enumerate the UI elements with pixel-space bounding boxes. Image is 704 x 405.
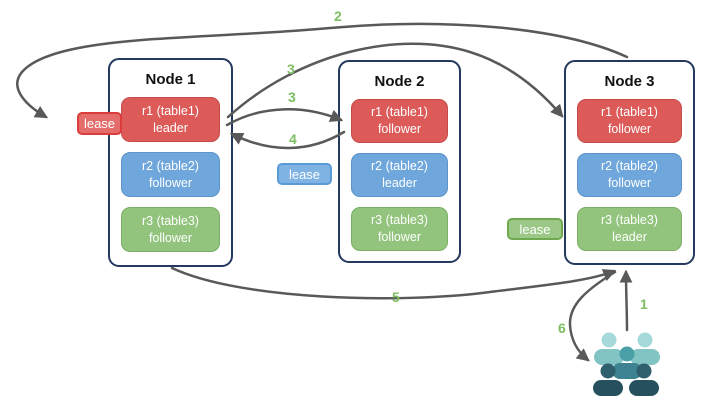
step-label-3b: 3 [288, 89, 296, 105]
node-1-replica-r3: r3 (table3) follower [121, 207, 220, 252]
replica-role: follower [148, 230, 193, 245]
replica-name: r3 (table3) [601, 213, 658, 228]
node-1-box: Node 1 r1 (table1) leader r2 (table2) fo… [108, 58, 233, 267]
step-label-3a: 3 [287, 61, 295, 77]
replica-role: follower [607, 122, 652, 136]
replica-role: leader [153, 120, 188, 135]
person-dark-right-icon [629, 363, 659, 396]
replica-role: follower [377, 122, 422, 136]
lease-tag-blue: lease [277, 163, 332, 185]
replica-name: r2 (table2) [601, 159, 658, 174]
node-3-replica-r1: r1 (table1) follower [577, 99, 682, 143]
step-label-4: 4 [289, 131, 297, 147]
replica-name: r3 (table3) [371, 213, 428, 228]
replica-name: r1 (table1) [142, 103, 199, 118]
node-1-title: Node 1 [145, 71, 196, 88]
node-1-replica-r1: r1 (table1) leader [121, 97, 220, 142]
person-light-left-icon [594, 332, 624, 365]
replica-name: r1 (table1) [371, 105, 428, 120]
step-label-2: 2 [334, 8, 342, 24]
node-3-box: Node 3 r1 (table1) follower r2 (table2) … [564, 60, 695, 265]
replica-role: follower [607, 176, 652, 190]
node-2-replica-r1: r1 (table1) follower [351, 99, 448, 143]
replica-role: leader [382, 176, 417, 190]
node-3-title: Node 3 [604, 73, 655, 90]
lease-tag-green: lease [507, 218, 563, 240]
node-1-replica-r2: r2 (table2) follower [121, 152, 220, 197]
node-2-replica-r3: r3 (table3) follower [351, 207, 448, 251]
step-label-6: 6 [558, 320, 566, 336]
replica-name: r2 (table2) [142, 158, 199, 173]
step-label-1: 1 [640, 296, 648, 312]
step-label-5: 5 [392, 289, 400, 305]
replica-role: follower [148, 175, 193, 190]
person-mid-icon [612, 346, 642, 379]
replica-name: r1 (table1) [601, 105, 658, 120]
node-2-box: Node 2 r1 (table1) follower r2 (table2) … [338, 60, 461, 263]
users-icon [593, 332, 660, 396]
node-2-title: Node 2 [374, 73, 425, 90]
node-2-replica-r2: r2 (table2) leader [351, 153, 448, 197]
node-3-replica-r2: r2 (table2) follower [577, 153, 682, 197]
person-dark-left-icon [593, 363, 623, 396]
lease-tag-red: lease [77, 112, 122, 135]
node-3-replica-r3: r3 (table3) leader [577, 207, 682, 251]
replica-name: r3 (table3) [142, 213, 199, 228]
arrow-step-4-node2-to-node1 [229, 130, 346, 150]
replica-role: follower [377, 230, 422, 244]
arrow-step-1-users-to-node3 [619, 269, 633, 332]
replica-name: r2 (table2) [371, 159, 428, 174]
arrow-step-3-node1-to-node2 [225, 108, 344, 127]
replica-role: leader [612, 230, 647, 244]
person-light-right-icon [630, 332, 660, 365]
